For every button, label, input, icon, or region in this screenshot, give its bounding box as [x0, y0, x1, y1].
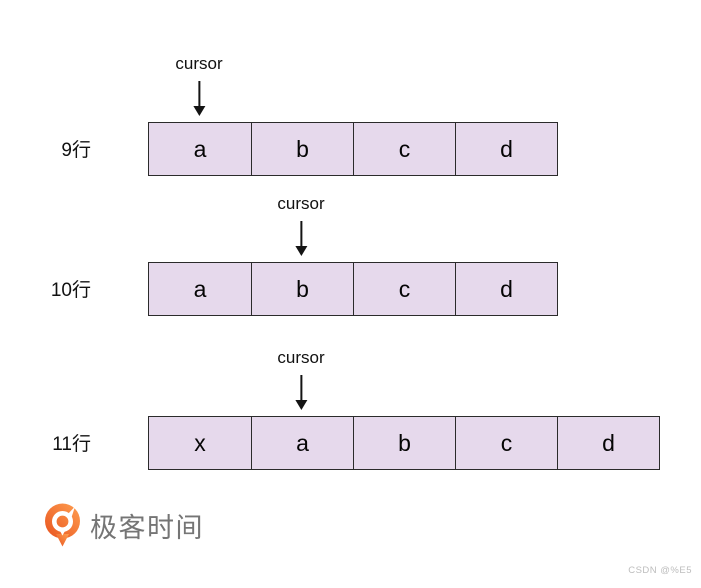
- down-arrow-icon: [294, 221, 307, 256]
- array-cell: b: [251, 263, 353, 315]
- brand-name: 极客时间: [90, 513, 204, 543]
- arrow-line: [300, 221, 302, 247]
- cursor-label: cursor: [175, 54, 223, 73]
- geektime-logo: 极客时间: [44, 503, 204, 548]
- row-label: 11行: [52, 433, 91, 455]
- array-cell: c: [353, 123, 455, 175]
- cursor-label: cursor: [277, 194, 325, 213]
- row-label: 9行: [61, 139, 91, 161]
- arrow-line: [198, 81, 200, 107]
- down-arrow-icon: [294, 375, 307, 410]
- row-label: 10行: [50, 279, 91, 301]
- array-cell: b: [353, 417, 455, 469]
- array-cell: d: [557, 417, 659, 469]
- array-cell: a: [149, 123, 251, 175]
- cursor-pointer: cursor: [277, 348, 325, 410]
- array-cell: a: [251, 417, 353, 469]
- arrow-head: [294, 400, 307, 410]
- arrow-line: [300, 375, 302, 401]
- geektime-logo-icon: [45, 503, 80, 547]
- arrow-head: [294, 246, 307, 256]
- array-cell: d: [455, 123, 557, 175]
- cursor-pointer: cursor: [175, 54, 223, 116]
- array-cell: x: [149, 417, 251, 469]
- array-cell: b: [251, 123, 353, 175]
- array-cell: a: [149, 263, 251, 315]
- cursor-pointer: cursor: [277, 194, 325, 256]
- csdn-watermark: CSDN @%E5: [628, 565, 692, 576]
- arrow-head: [192, 106, 205, 116]
- down-arrow-icon: [192, 81, 205, 116]
- array-cell: d: [455, 263, 557, 315]
- cursor-label: cursor: [277, 348, 325, 367]
- array-cell: c: [455, 417, 557, 469]
- array-cell: c: [353, 263, 455, 315]
